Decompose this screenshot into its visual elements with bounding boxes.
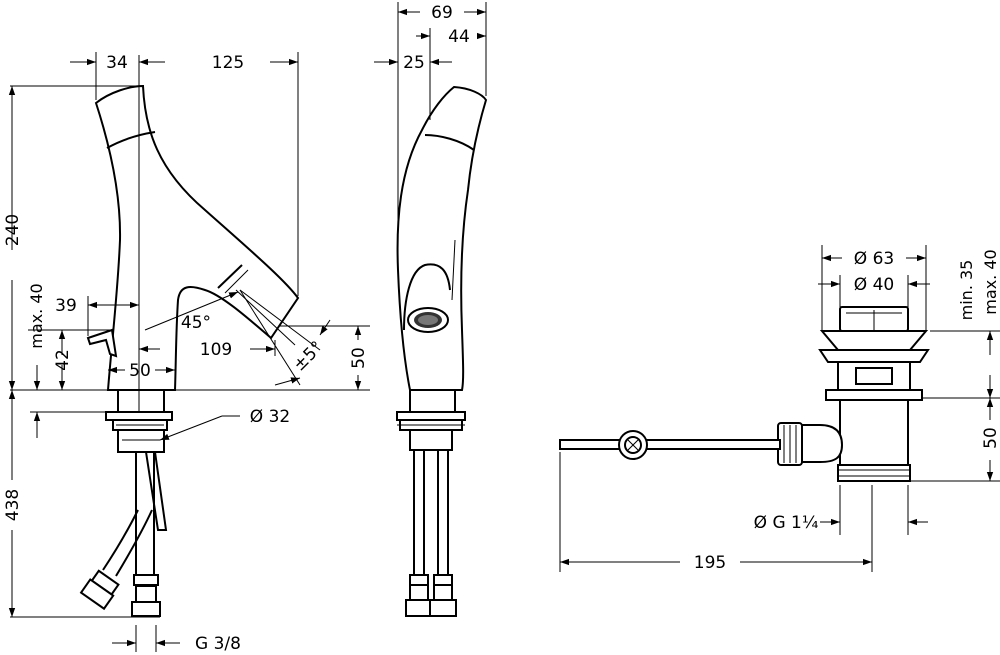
lever-tab xyxy=(86,328,118,358)
dim-42-label: 42 xyxy=(53,349,73,371)
dim-25-label: 25 xyxy=(403,53,425,73)
dim-g114-label: Ø G 1¼ xyxy=(754,513,819,533)
dim-44-label: 44 xyxy=(448,27,470,47)
dim-dia63-label: Ø 63 xyxy=(854,249,894,269)
dim-g38-label: G 3/8 xyxy=(195,634,241,654)
faucet-front-view: 34 125 240 max. 40 42 39 109 50 45° xyxy=(3,52,370,654)
waste-drain-view: Ø 63 Ø 40 min. 35 max. 40 50 Ø G 1¼ 195 xyxy=(559,245,1000,573)
lever-band-front xyxy=(106,131,156,149)
dim-109-label: 109 xyxy=(200,340,232,360)
dim-50-base-label: 50 xyxy=(129,361,151,381)
faucet-side-view: 69 44 25 xyxy=(374,2,488,617)
dim-max40-label: max. 40 xyxy=(27,283,46,348)
washer-front xyxy=(105,411,173,421)
dim-438-label: 438 xyxy=(3,489,23,521)
base-ring-front xyxy=(117,389,165,413)
dim-39-label: 39 xyxy=(55,296,77,316)
dim-50-spout-label: 50 xyxy=(349,347,369,369)
dim-240-label: 240 xyxy=(3,214,23,246)
faucet-body-front xyxy=(94,84,300,391)
dim-69-label: 69 xyxy=(431,3,453,23)
dim-dia40-label: Ø 40 xyxy=(854,275,894,295)
faucet-body-side xyxy=(396,85,488,391)
dim-min35-label: min. 35 xyxy=(957,260,976,321)
dim-max40-waste-label: max. 40 xyxy=(981,249,1000,314)
dim-45deg-label: 45° xyxy=(181,313,211,333)
dim-195-label: 195 xyxy=(694,553,726,573)
dim-dia32-label: Ø 32 xyxy=(250,407,290,427)
hose-nut-right xyxy=(131,601,161,617)
dim-125-label: 125 xyxy=(212,53,244,73)
hose-nut-left xyxy=(79,578,115,611)
dim-50-waste-label: 50 xyxy=(981,427,1000,449)
spout-band-front xyxy=(217,264,243,289)
dim-34-label: 34 xyxy=(106,53,128,73)
dim-5deg-label: ±5° xyxy=(290,338,328,376)
thread-front xyxy=(117,429,165,453)
